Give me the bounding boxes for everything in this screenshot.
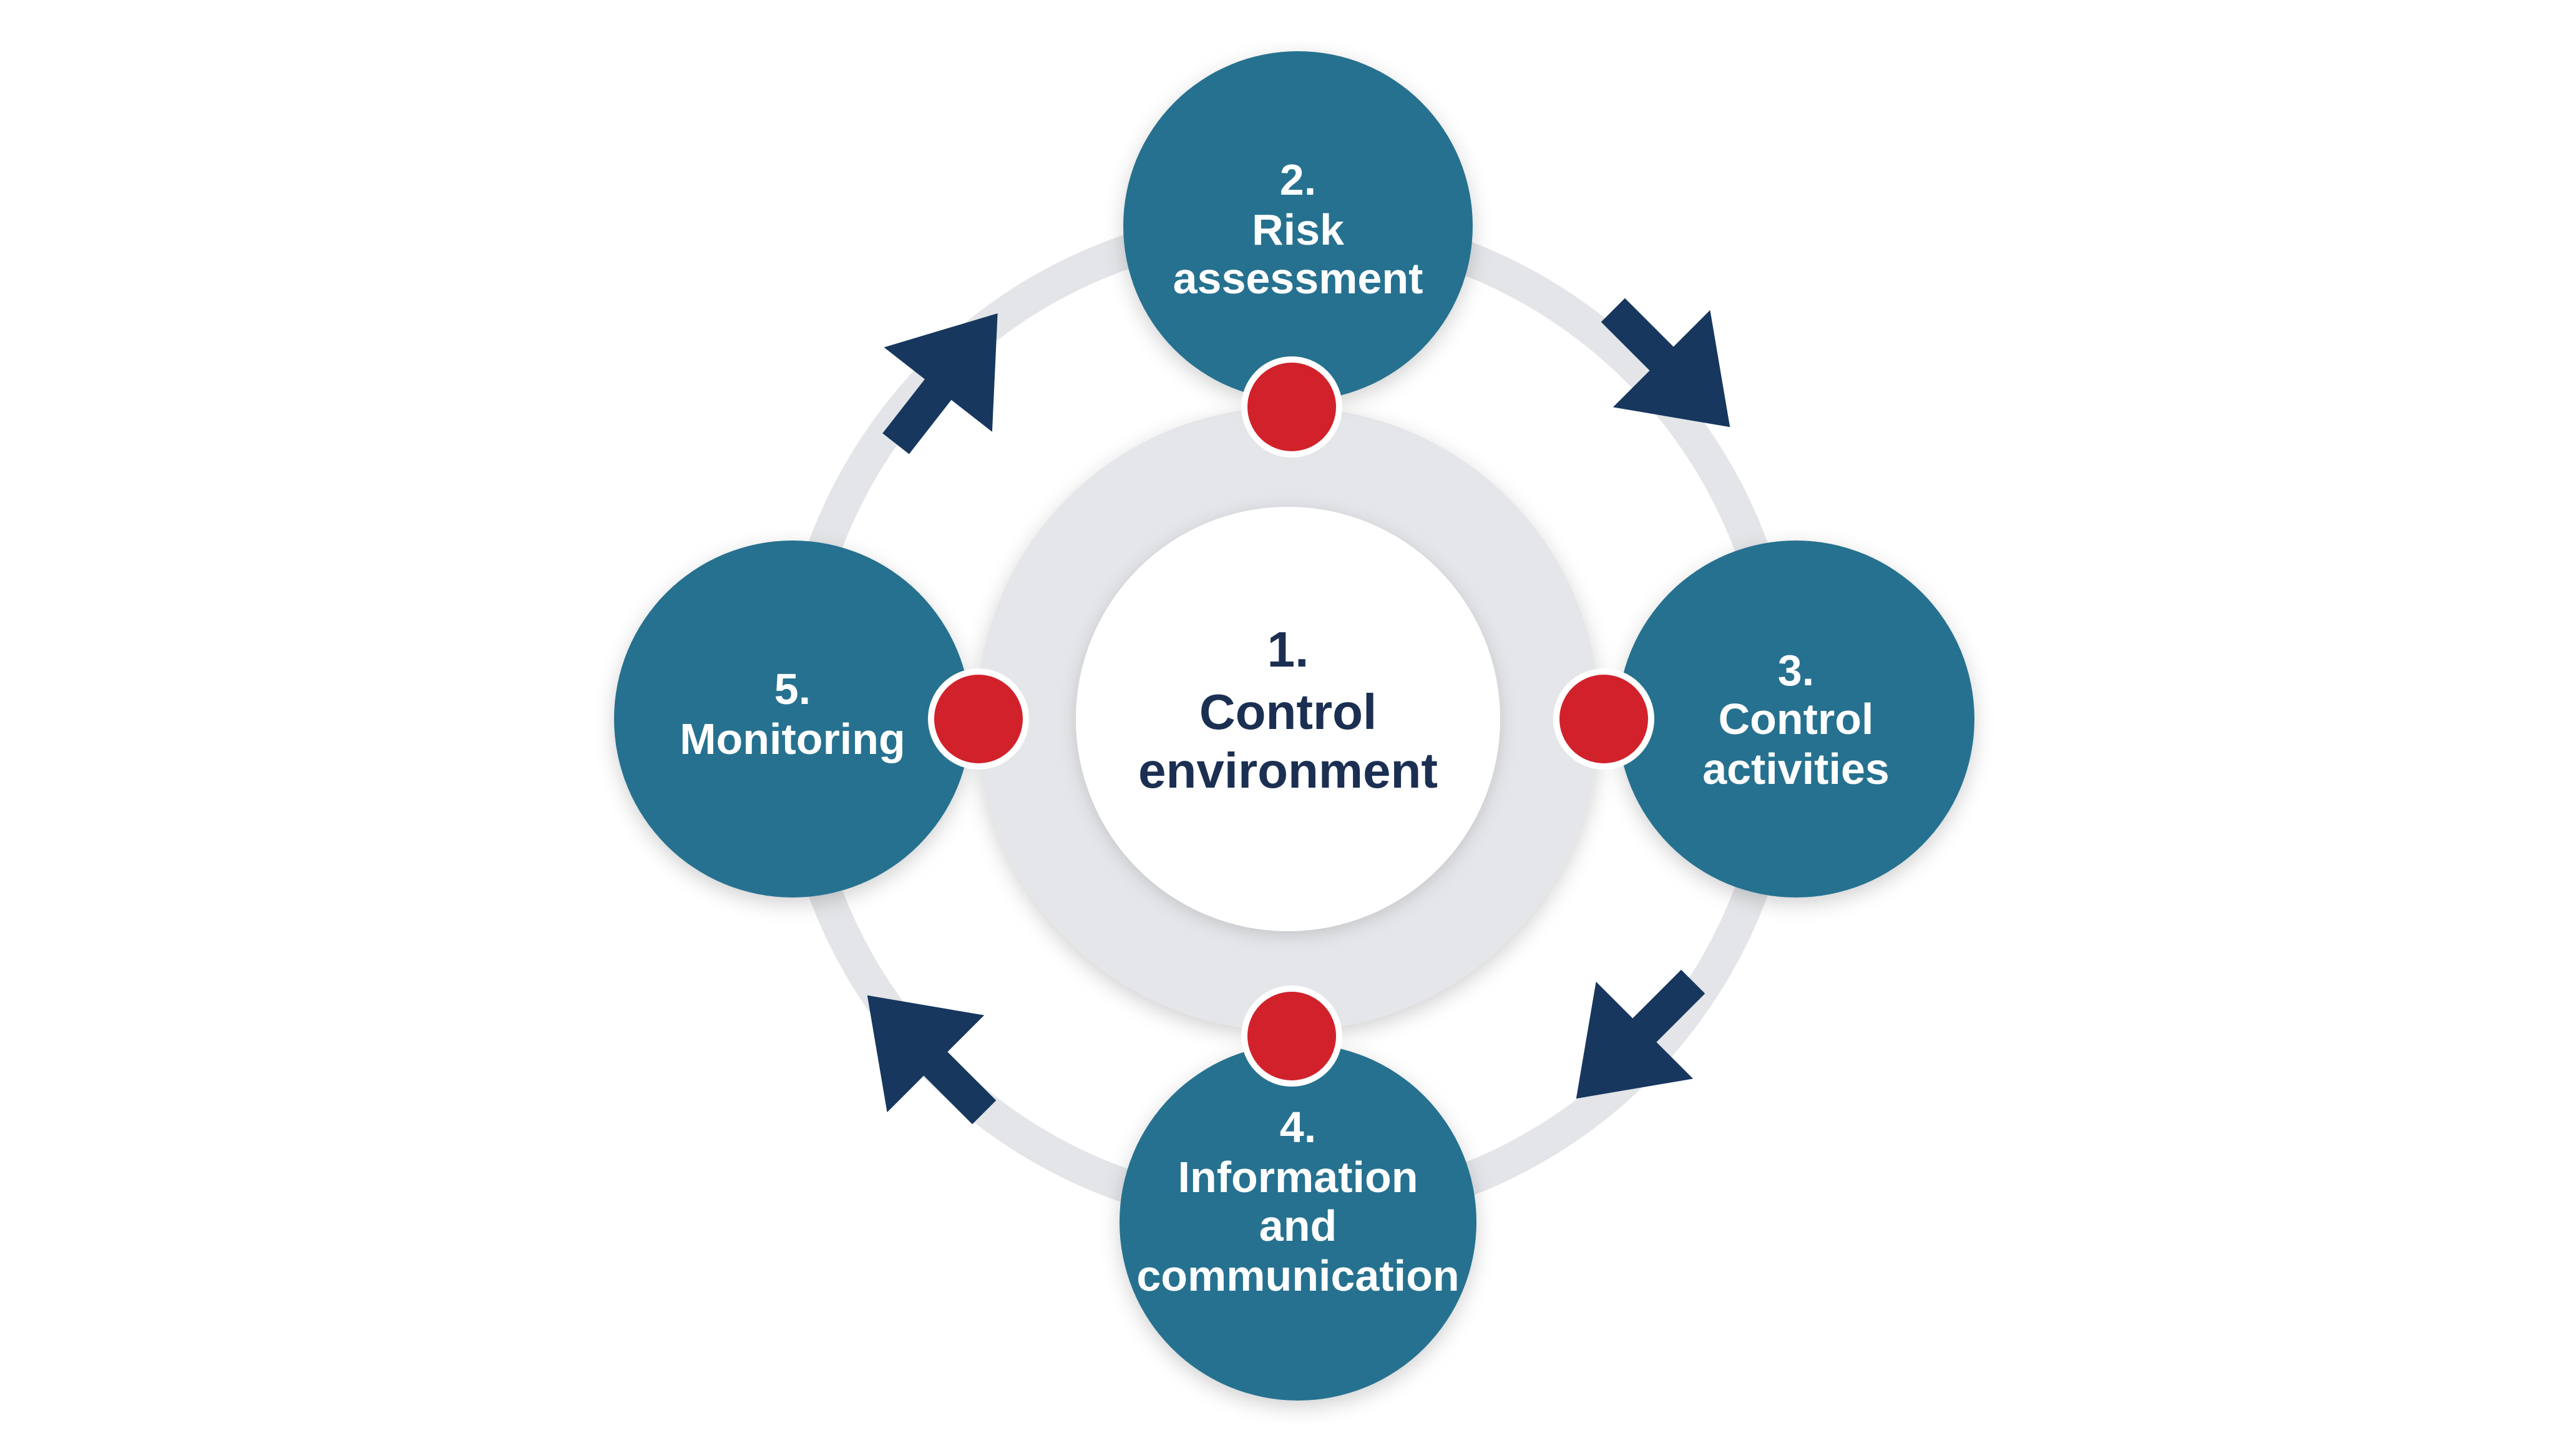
node-label-line: Risk (1252, 205, 1344, 254)
arrow-icon-bottom-left (867, 995, 997, 1125)
node-circle (1617, 540, 1974, 898)
center-label: 1. Control environment (1138, 622, 1438, 798)
node-number: 2. (1280, 155, 1316, 204)
arrow-icon-bottom-right (1576, 969, 1705, 1099)
node-number: 3. (1778, 646, 1814, 695)
node-label-line: Information (1178, 1153, 1418, 1201)
node-label-line: activities (1702, 745, 1890, 793)
node-label-line: Control (1719, 695, 1874, 743)
node-number: 4. (1280, 1103, 1316, 1152)
arrow-icon-top-right (1601, 298, 1730, 428)
node-information-and-communication: 4. Information and communication (1120, 1044, 1476, 1401)
connector-dot-bottom (1241, 986, 1342, 1087)
node-circle (1123, 51, 1473, 401)
center-title-line2: environment (1138, 743, 1438, 798)
node-label-line: Monitoring (680, 715, 905, 763)
node-label-line: communication (1136, 1251, 1459, 1300)
node-label-line: assessment (1173, 254, 1423, 303)
center-title-line1: Control (1199, 684, 1377, 740)
connector-dots (928, 356, 1654, 1087)
arrow-icon-top-left (882, 313, 998, 454)
center-disc (1076, 507, 1500, 931)
node-risk-assessment: 2. Risk assessment (1123, 51, 1473, 401)
node-monitoring: 5. Monitoring (614, 540, 971, 898)
node-label-line: and (1259, 1201, 1337, 1250)
node-circle (614, 540, 971, 898)
connector-dot-right (1553, 668, 1654, 770)
node-circle (1120, 1044, 1476, 1401)
node-number: 5. (774, 665, 811, 713)
center-number: 1. (1267, 622, 1309, 677)
node-control-activities: 3. Control activities (1617, 540, 1974, 898)
connector-dot-top (1241, 356, 1342, 457)
flow-arrows (867, 298, 1730, 1125)
connector-dot-left (928, 668, 1029, 770)
